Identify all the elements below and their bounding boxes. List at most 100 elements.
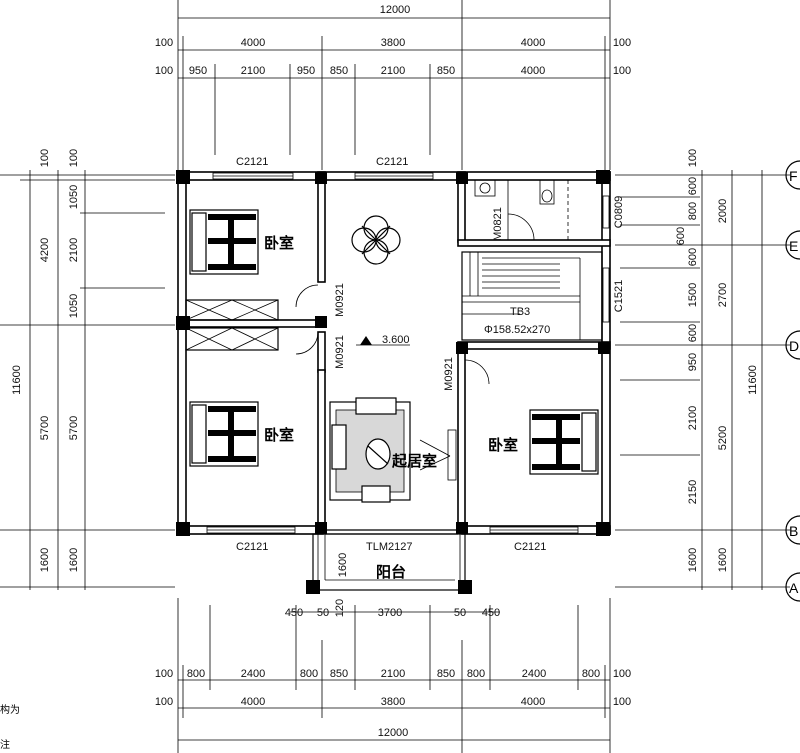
right-dim: 1600 xyxy=(717,548,729,572)
top-dim: 2100 xyxy=(241,65,265,77)
door-swing-icon xyxy=(464,359,490,385)
right-dim: 950 xyxy=(687,353,699,371)
balcony-dim: 450 xyxy=(482,607,500,619)
right-dim: 2700 xyxy=(717,283,729,307)
bed-icon xyxy=(189,401,259,467)
window-label: C2121 xyxy=(514,541,546,553)
right-dim: 2000 xyxy=(717,199,729,223)
left-dim: 2100 xyxy=(68,238,80,262)
bedroom-e: 卧室 M0921 xyxy=(443,357,599,475)
window-label: C2121 xyxy=(376,156,408,168)
top-dim: 950 xyxy=(297,65,315,77)
wardrobe xyxy=(185,299,279,351)
right-total-dim: 11600 xyxy=(747,365,759,395)
note-text: 构为 xyxy=(0,703,20,716)
top-dim: 950 xyxy=(189,65,207,77)
right-dim: 800 xyxy=(687,202,699,220)
left-dim: 5700 xyxy=(39,416,51,440)
left-dim: 5700 xyxy=(68,416,80,440)
bottom-dim: 100 xyxy=(613,696,631,708)
balcony-side-dim: 1600 xyxy=(337,553,349,577)
right-dim: 5200 xyxy=(717,426,729,450)
door-label: M0821 xyxy=(492,207,504,241)
bottom-dim: 2400 xyxy=(522,668,546,680)
bedroom-nw: 卧室 M0921 xyxy=(185,209,346,351)
living-room: 起居室 xyxy=(329,397,457,503)
bed-icon xyxy=(189,209,259,275)
top-dim: 850 xyxy=(437,65,455,77)
top-dim: 850 xyxy=(330,65,348,77)
door-swing-icon xyxy=(295,284,319,308)
left-dim: 1600 xyxy=(39,548,51,572)
balcony-dim: 3700 xyxy=(378,607,402,619)
axis-label: E xyxy=(789,238,798,254)
right-dim: 600 xyxy=(687,177,699,195)
right-dim: 600 xyxy=(687,324,699,342)
sofa-set-icon xyxy=(329,397,411,503)
door-swing-icon xyxy=(295,331,319,355)
bathroom: M0821 C0809 xyxy=(474,179,625,241)
bottom-dim: 2100 xyxy=(381,668,405,680)
top-dim: 100 xyxy=(613,65,631,77)
top-dim: 2100 xyxy=(381,65,405,77)
left-dim: 100 xyxy=(39,149,51,167)
stair-size-label: Φ158.52x270 xyxy=(484,324,550,336)
door-label: M0921 xyxy=(334,335,346,369)
bottom-dim: 800 xyxy=(582,668,600,680)
right-dimensions: 100 600 800 600 600 1500 600 950 2100 21… xyxy=(615,149,790,590)
top-dim: 100 xyxy=(613,37,631,49)
stair-label: TB3 xyxy=(510,306,530,318)
bed-icon xyxy=(529,409,599,475)
balcony: 阳台 TLM2127 1600 xyxy=(312,529,466,591)
bottom-dim: 800 xyxy=(187,668,205,680)
room-label: 卧室 xyxy=(488,436,518,454)
toilet-icon xyxy=(539,179,555,205)
balcony-dimensions: 450 50 120 3700 50 450 xyxy=(285,599,500,619)
door-label: M0921 xyxy=(334,283,346,317)
bottom-dim: 4000 xyxy=(241,696,265,708)
bedroom-sw: 卧室 M0921 xyxy=(189,331,346,467)
note-text: 注 xyxy=(0,738,10,751)
bottom-dim: 100 xyxy=(155,696,173,708)
axis-bubbles: F E D B A xyxy=(785,160,800,602)
door-swing-icon xyxy=(507,213,535,241)
columns xyxy=(176,170,610,594)
door-label: M0921 xyxy=(443,357,455,391)
elevation-label: 3.600 xyxy=(382,334,410,346)
window-label: C0809 xyxy=(613,196,625,228)
top-dim: 4000 xyxy=(241,37,265,49)
sink-icon xyxy=(474,179,496,197)
top-dim: 4000 xyxy=(521,37,545,49)
bottom-dim: 3800 xyxy=(381,696,405,708)
left-dim: 1050 xyxy=(68,185,80,209)
room-label: 起居室 xyxy=(391,452,437,470)
top-dimensions: 12000 100 4000 3800 4000 100 100 950 210… xyxy=(155,0,631,170)
ceiling-lamp-icon xyxy=(351,215,401,265)
balcony-dim: 50 xyxy=(454,607,466,619)
top-dim: 100 xyxy=(155,37,173,49)
right-dim: 600 xyxy=(687,248,699,266)
tv-cabinet xyxy=(447,429,457,481)
balcony-dim: 120 xyxy=(334,599,346,617)
bottom-dim: 800 xyxy=(467,668,485,680)
top-dim: 100 xyxy=(155,65,173,77)
axis-label: A xyxy=(789,580,799,596)
top-dim: 3800 xyxy=(381,37,405,49)
window-label: C1521 xyxy=(613,280,625,312)
top-dim: 4000 xyxy=(521,65,545,77)
right-dim: 100 xyxy=(687,149,699,167)
balcony-label: 阳台 xyxy=(376,563,406,581)
bottom-dim: 850 xyxy=(437,668,455,680)
balcony-dim: 450 xyxy=(285,607,303,619)
right-dim: 2100 xyxy=(687,406,699,430)
bottom-dimensions: 100 800 2400 800 850 2100 850 800 2400 8… xyxy=(155,598,631,753)
bottom-dim: 2400 xyxy=(241,668,265,680)
left-total-dim: 11600 xyxy=(11,365,23,395)
bottom-dim: 100 xyxy=(613,668,631,680)
top-total-dim: 12000 xyxy=(380,4,411,16)
sliding-door-label: TLM2127 xyxy=(366,541,412,553)
balcony-dim: 50 xyxy=(317,607,329,619)
left-dim: 4200 xyxy=(39,238,51,262)
right-dim: 600 xyxy=(675,227,687,245)
